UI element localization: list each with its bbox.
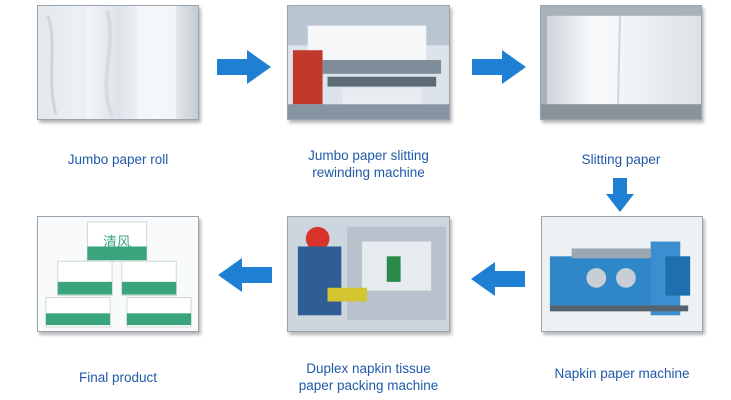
napkin-paper-machine-photo (541, 216, 703, 332)
slitting-paper-photo (540, 5, 702, 120)
step-label-slitting-rewinding-machine: Jumbo paper slitting rewinding machine (308, 148, 429, 180)
arrow-left-icon (218, 258, 272, 292)
arrow-right-icon (472, 50, 526, 84)
arrow-left-icon (471, 262, 525, 296)
step-label-jumbo-paper-roll: Jumbo paper roll (67, 152, 169, 167)
arrow-down-icon (606, 178, 634, 212)
slitting-rewinding-machine-photo (287, 5, 450, 120)
packing-machine-photo (287, 216, 450, 332)
step-label-packing-machine: Duplex napkin tissue paper packing machi… (298, 361, 439, 393)
arrow-right-icon (217, 50, 271, 84)
step-label-napkin-paper-machine: Napkin paper machine (554, 366, 690, 381)
jumbo-paper-roll-photo (37, 5, 199, 120)
step-label-slitting-paper: Slitting paper (581, 152, 661, 167)
final-product-photo: 清风 (37, 216, 199, 332)
product-brand-text: 清风 (103, 235, 131, 251)
step-label-final-product: Final product (78, 370, 158, 385)
